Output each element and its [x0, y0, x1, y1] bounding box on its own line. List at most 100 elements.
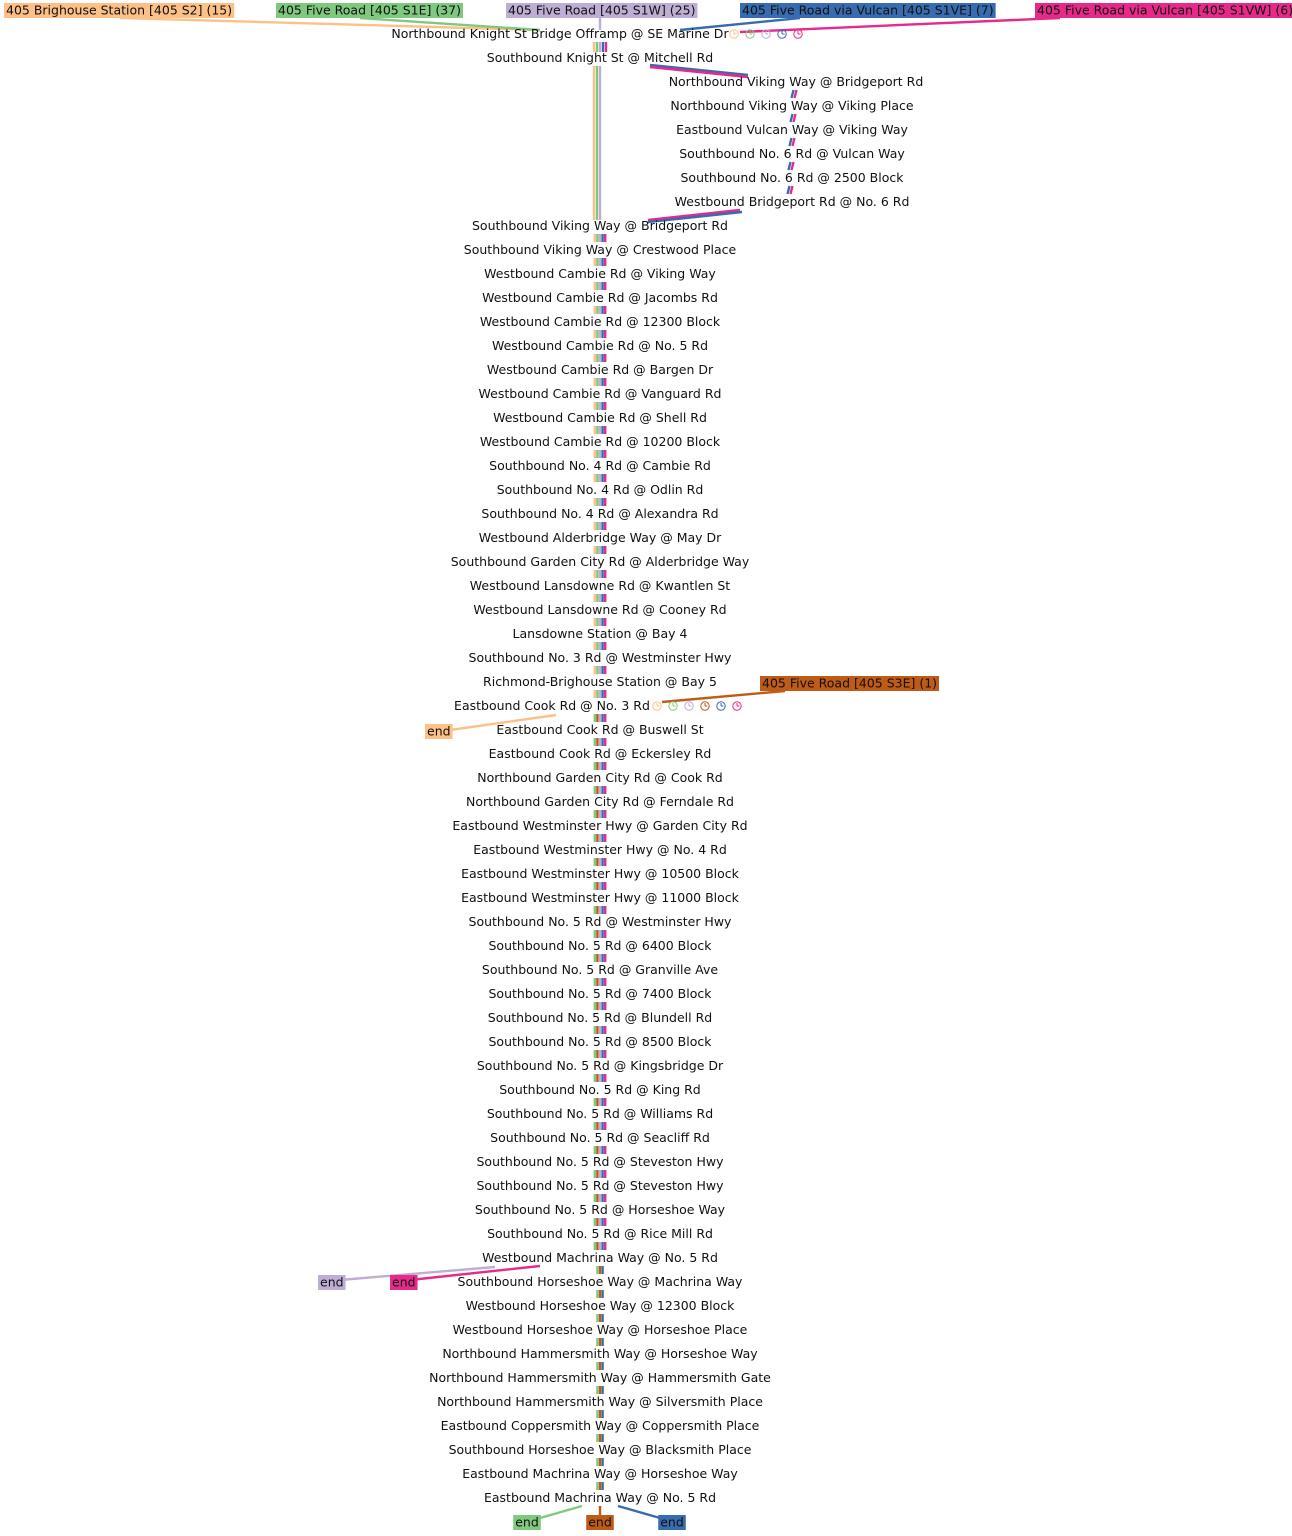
- stop-label: Southbound No. 5 Rd @ Blundell Rd: [488, 1010, 712, 1025]
- stop-label: Southbound No. 5 Rd @ King Rd: [499, 1082, 701, 1097]
- route-tag-text: 405 Brighouse Station [405 S2] (15): [6, 3, 232, 18]
- end-tag-text: end: [660, 1515, 684, 1530]
- route-tag-text: 405 Five Road via Vulcan [405 S1VW] (6): [1037, 3, 1292, 18]
- stop-label: Southbound No. 5 Rd @ Steveston Hwy: [477, 1154, 725, 1169]
- stop-label: Richmond-Brighouse Station @ Bay 5: [483, 674, 717, 689]
- stop-label: Southbound No. 4 Rd @ Odlin Rd: [497, 482, 704, 497]
- route-line-s1ve: [679, 16, 801, 32]
- stop-label: Eastbound Vulcan Way @ Viking Way: [676, 122, 908, 137]
- route-line-s1e: [539, 1504, 583, 1520]
- route-line-s2: [119, 16, 541, 32]
- clock-icon: [745, 29, 755, 39]
- route-tag: [1035, 3, 1292, 18]
- stop-label: Northbound Hammersmith Way @ Silversmith…: [437, 1394, 763, 1409]
- route-tag: [506, 3, 698, 18]
- stop-label: Southbound No. 5 Rd @ Steveston Hwy: [477, 1178, 725, 1193]
- stop-label: Southbound No. 5 Rd @ Rice Mill Rd: [487, 1226, 713, 1241]
- stop-label: Southbound No. 5 Rd @ Kingsbridge Dr: [477, 1058, 724, 1073]
- route-tag: [4, 3, 235, 18]
- route-tag-text: 405 Five Road [405 S1W] (25): [508, 3, 695, 18]
- stop-label: Westbound Cambie Rd @ Jacombs Rd: [482, 290, 718, 305]
- stop-label: Eastbound Westminster Hwy @ Garden City …: [452, 818, 747, 833]
- clock-icon-face: [729, 29, 739, 39]
- stop-label: Southbound No. 5 Rd @ Westminster Hwy: [469, 914, 733, 929]
- stop-label: Southbound No. 5 Rd @ 6400 Block: [489, 938, 713, 953]
- stop-label: Westbound Alderbridge Way @ May Dr: [479, 530, 722, 545]
- stop-label: Southbound No. 5 Rd @ Seacliff Rd: [490, 1130, 710, 1145]
- stop-label: Northbound Viking Way @ Bridgeport Rd: [669, 74, 924, 89]
- route-line-s1vw: [789, 185, 794, 195]
- route-line-s1vw: [792, 113, 797, 123]
- stop-label: Northbound Knight St Bridge Offramp @ SE…: [391, 26, 729, 41]
- route-line-s1vw: [793, 89, 798, 99]
- clock-icon-face: [668, 701, 678, 711]
- stop-label: Westbound Bridgeport Rd @ No. 6 Rd: [675, 194, 910, 209]
- stop-label: Westbound Cambie Rd @ Viking Way: [484, 266, 716, 281]
- route-line-s1vw: [649, 65, 749, 79]
- end-tag: [318, 1275, 346, 1290]
- stop-label: Southbound No. 5 Rd @ 8500 Block: [489, 1034, 713, 1049]
- route-line-s1w: [339, 1265, 496, 1282]
- route-line-s1ve: [789, 113, 794, 123]
- clock-icon: [716, 701, 726, 711]
- stop-label: Northbound Garden City Rd @ Cook Rd: [477, 770, 722, 785]
- clock-icon: [732, 701, 742, 711]
- route-tag-text: 405 Five Road [405 S1E] (37): [278, 3, 461, 18]
- stop-label: Southbound No. 4 Rd @ Alexandra Rd: [481, 506, 718, 521]
- route-tag: [740, 3, 996, 18]
- stop-label: Southbound No. 6 Rd @ Vulcan Way: [679, 146, 905, 161]
- end-tag: [586, 1515, 614, 1530]
- end-tag-text: end: [427, 724, 451, 739]
- clock-icon-face: [761, 29, 771, 39]
- end-tag: [425, 724, 453, 739]
- end-tag-text: end: [588, 1515, 612, 1530]
- stop-label: Southbound Horseshoe Way @ Machrina Way: [458, 1274, 743, 1289]
- route-line-s1e: [359, 16, 541, 32]
- clock-icon-face: [652, 701, 662, 711]
- route-line-s3e: [661, 689, 786, 704]
- route-line-s1ve: [787, 161, 792, 171]
- stop-label: Westbound Machrina Way @ No. 5 Rd: [482, 1250, 718, 1265]
- stop-label: Westbound Cambie Rd @ Bargen Dr: [487, 362, 714, 377]
- stop-label: Southbound No. 5 Rd @ Williams Rd: [487, 1106, 713, 1121]
- route-tag-text: 405 Five Road [405 S3E] (1): [762, 676, 937, 691]
- route-line-s1ve: [790, 89, 795, 99]
- clock-icon-face: [793, 29, 803, 39]
- stop-label: Westbound Cambie Rd @ Shell Rd: [493, 410, 707, 425]
- clock-icon: [684, 701, 694, 711]
- route-line-s1vw: [647, 208, 741, 222]
- route-line-s1ve: [786, 185, 791, 195]
- stop-label: Eastbound Cook Rd @ Eckersley Rd: [489, 746, 712, 761]
- route-line-s1ve: [649, 63, 749, 77]
- clock-icon-face: [732, 701, 742, 711]
- clock-icon: [729, 29, 739, 39]
- clock-icon-face: [777, 29, 787, 39]
- route-line-s2: [449, 713, 557, 732]
- stop-label: Southbound Viking Way @ Bridgeport Rd: [472, 218, 728, 233]
- route-line-s1ve: [788, 137, 793, 147]
- clock-icon: [668, 701, 678, 711]
- stop-labels: Northbound Knight St Bridge Offramp @ SE…: [391, 26, 923, 1505]
- route-line-s1ve: [647, 210, 743, 224]
- clock-icon: [793, 29, 803, 39]
- stop-label: Westbound Horseshoe Way @ 12300 Block: [466, 1298, 736, 1313]
- stop-label: Southbound No. 5 Rd @ Granville Ave: [482, 962, 718, 977]
- stop-label: Northbound Hammersmith Way @ Horseshoe W…: [442, 1346, 758, 1361]
- end-tag: [513, 1515, 541, 1530]
- end-tag-text: end: [320, 1275, 344, 1290]
- route-lines: [119, 16, 1061, 1520]
- stop-label: Westbound Cambie Rd @ No. 5 Rd: [492, 338, 708, 353]
- stop-label: Westbound Cambie Rd @ 12300 Block: [480, 314, 721, 329]
- route-tags: 405 Brighouse Station [405 S2] (15) 405 F…: [4, 3, 1292, 1530]
- stop-label: Westbound Horseshoe Way @ Horseshoe Plac…: [453, 1322, 748, 1337]
- clock-icon-face: [745, 29, 755, 39]
- route-line-s1vw: [739, 16, 1061, 34]
- route-line-s1vw: [409, 1264, 541, 1282]
- stop-label: Southbound No. 4 Rd @ Cambie Rd: [489, 458, 711, 473]
- stop-label: Northbound Hammersmith Way @ Hammersmith…: [429, 1370, 771, 1385]
- route-tag-text: 405 Five Road via Vulcan [405 S1VE] (7): [742, 3, 994, 18]
- stop-label: Southbound Horseshoe Way @ Blacksmith Pl…: [449, 1442, 752, 1457]
- stop-label: Eastbound Coppersmith Way @ Coppersmith …: [441, 1418, 760, 1433]
- route-tag: [276, 3, 463, 18]
- stop-label: Eastbound Cook Rd @ Buswell St: [496, 722, 703, 737]
